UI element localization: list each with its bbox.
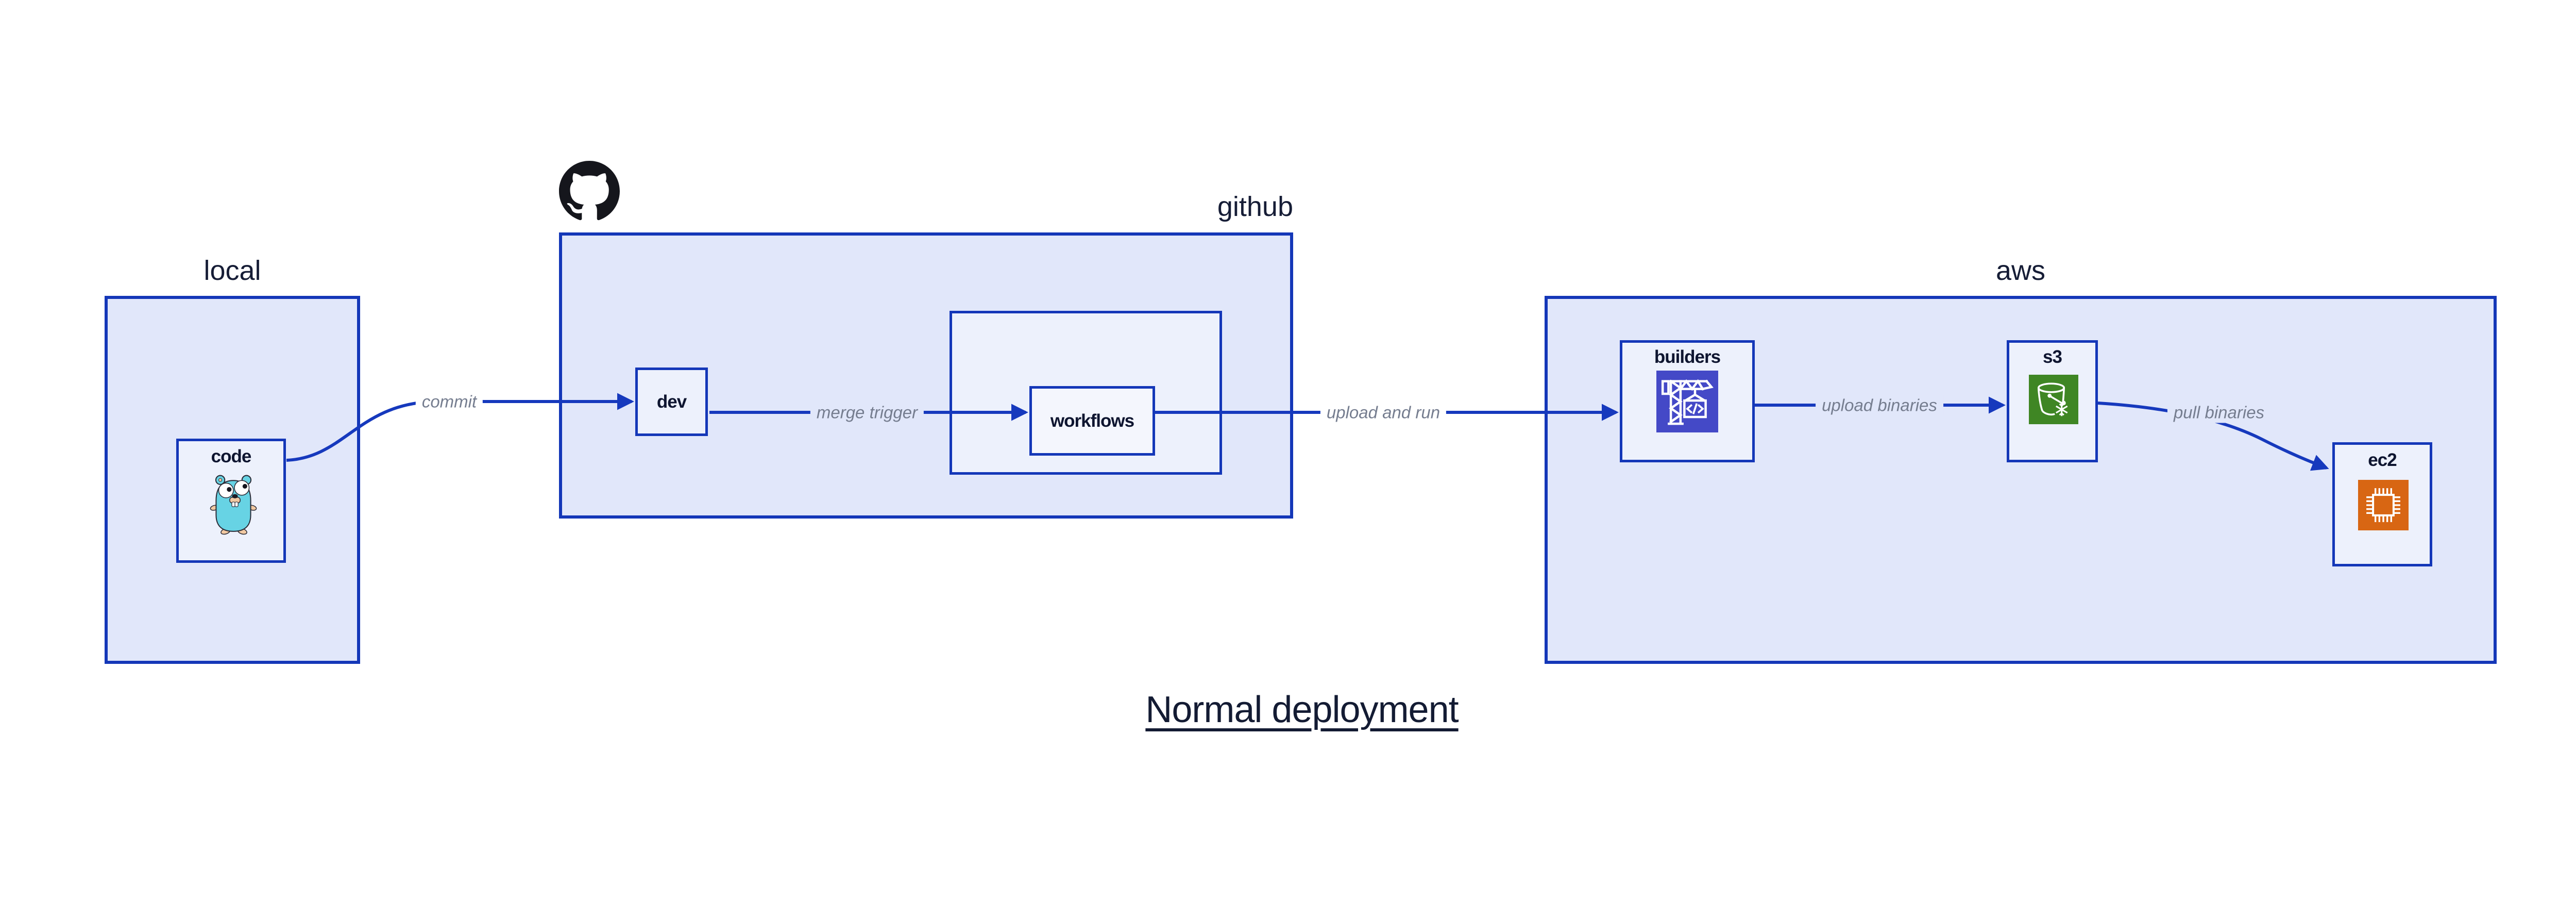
aws-s3-glacier-bucket-icon xyxy=(2029,375,2078,424)
go-gopher-icon xyxy=(210,475,257,535)
edge-label-commit: commit xyxy=(415,391,483,412)
code-node-label: code xyxy=(211,446,252,466)
edge-label-upload-binaries: upload binaries xyxy=(1816,394,1943,416)
github-container-label: github xyxy=(1217,191,1293,222)
dev-node-label: dev xyxy=(656,392,687,412)
workflows-node-label: workflows xyxy=(1050,411,1134,431)
builders-node: builders xyxy=(1620,340,1755,462)
s3-node: s3 xyxy=(2007,340,2098,462)
edge-label-upload-and-run: upload and run xyxy=(1320,402,1447,423)
local-container-label: local xyxy=(204,255,261,286)
aws-container-label: aws xyxy=(1995,255,2046,286)
aws-ec2-chip-icon xyxy=(2358,480,2409,530)
edge-label-pull-binaries: pull binaries xyxy=(2167,402,2271,423)
diagram-title: Normal deployment xyxy=(1145,689,1459,730)
aws-codebuild-crane-icon xyxy=(1656,371,1718,432)
ec2-node-label: ec2 xyxy=(2368,450,2397,470)
edge-label-merge-trigger: merge trigger xyxy=(810,402,924,423)
workflows-node: workflows xyxy=(1029,386,1155,456)
s3-node-label: s3 xyxy=(2043,347,2062,367)
ec2-node: ec2 xyxy=(2332,442,2432,566)
github-octocat-icon xyxy=(559,161,620,221)
dev-node: dev xyxy=(635,368,708,436)
code-node: code xyxy=(176,439,286,563)
builders-node-label: builders xyxy=(1654,347,1721,367)
